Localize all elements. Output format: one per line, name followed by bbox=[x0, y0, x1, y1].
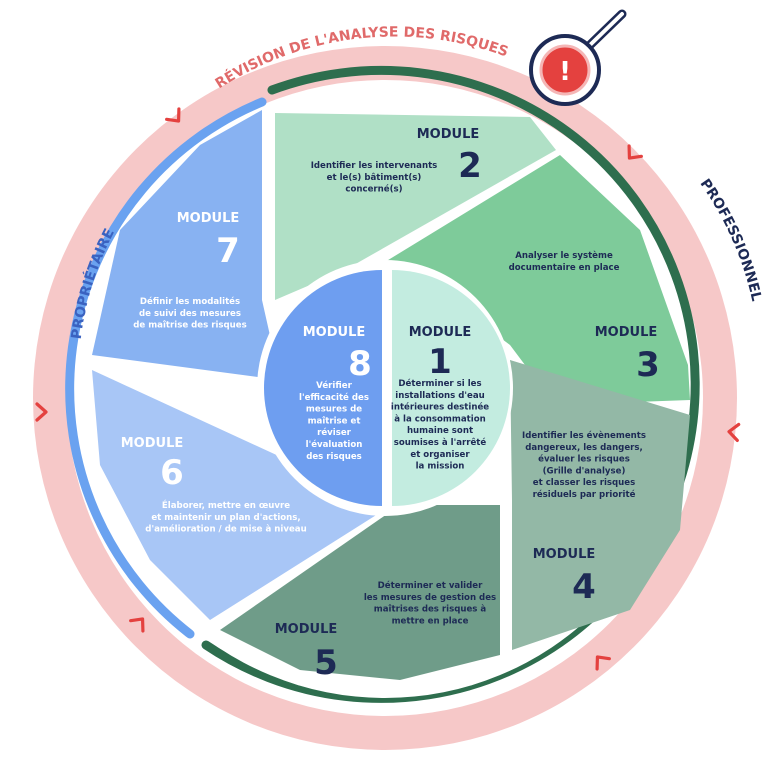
module-5-description-line: Déterminer et valider bbox=[378, 580, 483, 591]
module-2-description: Identifier les intervenants et le(s) bâti… bbox=[311, 161, 438, 195]
module-7-description: Définir les modalités de suivi des mesure… bbox=[133, 296, 247, 331]
owner-arc bbox=[65, 97, 267, 639]
module-2-description-line: et le(s) bâtiment(s) bbox=[327, 173, 422, 183]
module-1-number: 1 bbox=[428, 342, 452, 382]
module-3-number: 3 bbox=[636, 345, 660, 385]
module-4-description-line: résiduels par priorité bbox=[533, 489, 636, 500]
cycle-arrows bbox=[35, 107, 741, 671]
segment-module-5[interactable] bbox=[220, 505, 500, 680]
segment-module-7[interactable] bbox=[92, 110, 280, 380]
alert-symbol: ! bbox=[559, 57, 571, 87]
module-1-description-line: soumises à l'arrêté bbox=[394, 437, 487, 448]
module-6-description: Élaborer, mettre en œuvre et maintenir un… bbox=[145, 499, 306, 535]
segment-module-4[interactable] bbox=[510, 360, 690, 650]
module-4-description: Identifier les évènements dangereux, les … bbox=[522, 430, 646, 500]
module-3-description: Analyser le système documentaire en place bbox=[509, 250, 620, 273]
module-6-description-line: et maintenir un plan d'actions, bbox=[151, 513, 300, 523]
cycle-arrow-icon bbox=[727, 422, 741, 443]
module-5-description-line: les mesures de gestion des bbox=[364, 593, 496, 603]
module-6-description-line: Élaborer, mettre en œuvre bbox=[162, 499, 290, 511]
module-4-description-line: Identifier les évènements bbox=[522, 430, 646, 441]
module-4-description-line: (Grille d'analyse) bbox=[543, 466, 626, 476]
module-8-description-line: des risques bbox=[306, 452, 362, 462]
module-1-description-line: la mission bbox=[416, 462, 465, 472]
module-3-description-line: Analyser le système bbox=[515, 250, 613, 261]
module-8-description-line: l'efficacité des bbox=[299, 392, 369, 403]
module-3-label: MODULE bbox=[595, 325, 658, 340]
module-1-description-line: installations d'eau bbox=[395, 391, 485, 401]
module-3-description-line: documentaire en place bbox=[509, 263, 620, 273]
cycle-arrow-icon bbox=[165, 107, 181, 123]
module-4-description-line: évaluer les risques bbox=[538, 454, 630, 465]
cycle-arrow-icon bbox=[595, 655, 611, 671]
module-6-description-line: d'amélioration / de mise à niveau bbox=[145, 524, 306, 535]
segment-module-3[interactable] bbox=[380, 155, 690, 405]
module-5-description: Déterminer et valider les mesures de gest… bbox=[364, 580, 496, 626]
module-5-description-line: maîtrises des risques à bbox=[374, 605, 487, 615]
module-1-description-line: Déterminer si les bbox=[398, 378, 481, 389]
module-8-description-line: l'évaluation bbox=[306, 439, 363, 450]
segment-module-2[interactable] bbox=[275, 113, 556, 300]
module-7-description-line: de suivi des mesures bbox=[139, 309, 241, 319]
module-8-description-line: réviser bbox=[317, 427, 352, 438]
module-8-description-line: maîtrise et bbox=[308, 416, 361, 426]
module-1-description-line: intérieures destinée bbox=[391, 402, 489, 413]
cycle-arrow-icon bbox=[129, 617, 145, 633]
module-4-description-line: et classer les risques bbox=[533, 478, 635, 488]
module-7-number: 7 bbox=[216, 231, 240, 271]
module-8-label: MODULE bbox=[303, 325, 366, 340]
module-8-description-line: Vérifier bbox=[316, 380, 352, 391]
module-8-number: 8 bbox=[348, 344, 372, 384]
module-5-label: MODULE bbox=[275, 622, 338, 637]
module-5-number: 5 bbox=[314, 643, 338, 683]
segment-module-1[interactable] bbox=[392, 270, 510, 506]
module-8-description-line: mesures de bbox=[306, 405, 362, 415]
cycle-arrow-icon bbox=[35, 402, 48, 422]
segment-module-6[interactable] bbox=[92, 370, 400, 620]
module-7-description-line: Définir les modalités bbox=[140, 296, 240, 307]
module-2-description-line: concerné(s) bbox=[345, 184, 402, 195]
module-4-number: 4 bbox=[572, 567, 596, 607]
module-1-label: MODULE bbox=[409, 325, 472, 340]
module-7-label: MODULE bbox=[177, 211, 240, 226]
module-6-number: 6 bbox=[160, 453, 184, 493]
module-5-description-line: mettre en place bbox=[392, 616, 469, 626]
cycle-arrow-icon bbox=[627, 144, 643, 160]
magnifier-alert-icon: ! bbox=[529, 9, 627, 106]
module-6-label: MODULE bbox=[121, 436, 184, 451]
professional-arc bbox=[201, 65, 700, 703]
module-4-label: MODULE bbox=[533, 547, 596, 562]
module-2-label: MODULE bbox=[417, 127, 480, 142]
module-4-description-line: dangereux, les dangers, bbox=[525, 443, 643, 453]
module-2-description-line: Identifier les intervenants bbox=[311, 161, 438, 171]
module-1-description-line: à la consommation bbox=[394, 414, 485, 424]
module-7-description-line: de maîtrise des risques bbox=[133, 321, 247, 331]
segment-module-8[interactable] bbox=[264, 270, 382, 506]
module-2-number: 2 bbox=[458, 146, 482, 186]
module-1-description-line: et organiser bbox=[410, 450, 470, 460]
module-1-description-line: humaine sont bbox=[407, 426, 473, 436]
